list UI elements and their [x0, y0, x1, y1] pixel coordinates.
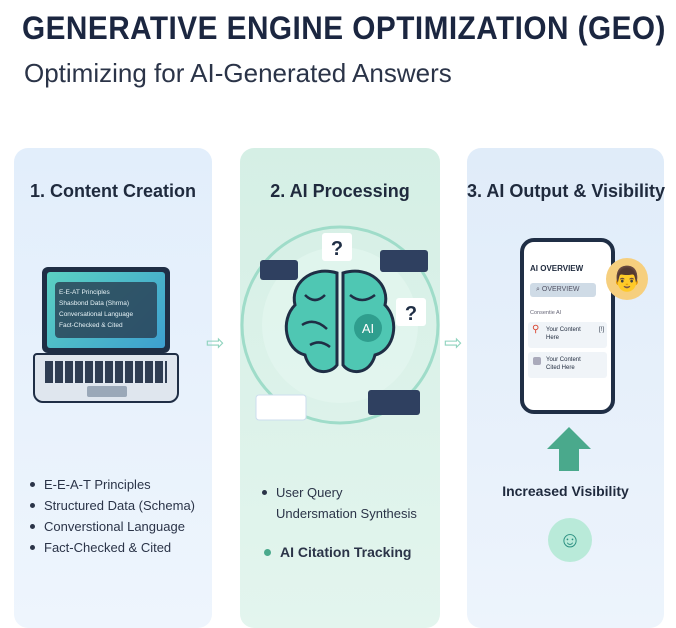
- arrow-right-icon: ⇨: [444, 330, 463, 355]
- question-mark-icon: ?: [405, 303, 417, 325]
- laptop-icon: E-E-AT Principles Shasbond Data (Shrma) …: [42, 267, 170, 353]
- panel-title: 2. AI Processing: [270, 181, 410, 201]
- phone-mockup: AI OVERVIEW ⌕ OVERVIEW Consentie AI ⚲You…: [520, 238, 615, 414]
- brain-icon: AI ? ?: [240, 225, 440, 425]
- phone-card: Your Content Cited Here: [528, 352, 607, 378]
- screen-item: Conversational Language: [59, 311, 134, 318]
- doc-icon: [533, 357, 541, 365]
- panel-title: 3. AI Output & Visibility: [467, 181, 666, 201]
- ai-citation-tracking: AI Citation Tracking: [264, 542, 411, 563]
- visibility-caption: Increased Visibility: [502, 483, 629, 499]
- avatar: 👨: [606, 258, 648, 300]
- processing-bullets: User Query Undersmation Synthesis: [262, 482, 417, 524]
- bullet-item: Converstional Language: [30, 516, 195, 537]
- laptop-keyboard: [33, 353, 179, 403]
- screen-item: E-E-AT Principles: [59, 289, 110, 296]
- question-mark-icon: ?: [331, 238, 343, 260]
- phone-label: Consentie AI: [530, 310, 562, 316]
- bullet-item: Fact-Checked & Cited: [30, 537, 195, 558]
- laptop-screen-card: E-E-AT Principles Shasbond Data (Shrma) …: [55, 282, 157, 338]
- search-icon: ⚲: [532, 324, 540, 335]
- screen-item: Fact-Checked & Cited: [59, 322, 123, 329]
- bullet-item: E-E-A-T Principles: [30, 474, 195, 495]
- user-icon: ☺: [548, 518, 592, 562]
- content-bullets: E-E-A-T Principles Structured Data (Sche…: [30, 474, 195, 558]
- arrow-up-icon: [547, 427, 591, 471]
- panel-title: 1. Content Creation: [29, 181, 196, 201]
- phone-search: ⌕ OVERVIEW: [530, 283, 596, 297]
- ai-label: AI: [362, 321, 374, 336]
- phone-title: AI OVERVIEW: [530, 264, 584, 273]
- page-subtitle: Optimizing for AI-Generated Answers: [24, 58, 452, 88]
- bullet-item-cont: Undersmation Synthesis: [276, 506, 417, 521]
- arrow-right-icon: ⇨: [206, 330, 225, 355]
- bullet-item: Structured Data (Schema): [30, 495, 195, 516]
- phone-card: ⚲Your Content Here[!]: [528, 322, 607, 348]
- screen-item: Shasbond Data (Shrma): [59, 300, 130, 307]
- bullet-item: User Query: [262, 482, 417, 503]
- page-title: GENERATIVE ENGINE OPTIMIZATION (GEO): [22, 10, 666, 46]
